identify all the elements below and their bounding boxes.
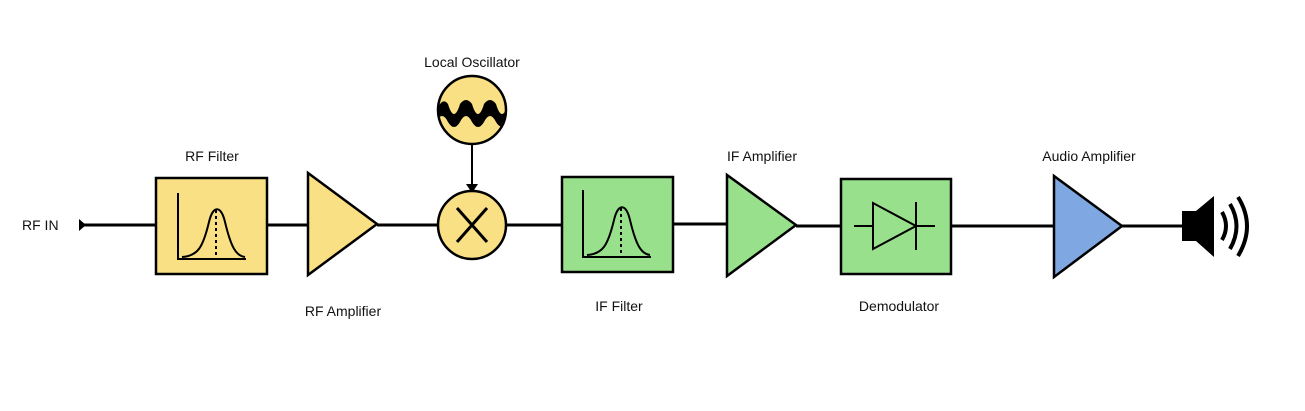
rf-filter-label: RF Filter bbox=[185, 148, 239, 164]
arrowhead-lo-mixer bbox=[466, 184, 478, 193]
if-filter-block[interactable] bbox=[560, 175, 675, 274]
rf-in-port-icon[interactable] bbox=[79, 219, 86, 231]
local-oscillator-block[interactable] bbox=[436, 74, 508, 146]
sine-wave-icon bbox=[439, 100, 505, 127]
multiply-x-icon bbox=[455, 207, 489, 243]
local-oscillator-label: Local Oscillator bbox=[424, 54, 520, 70]
audio-amplifier-triangle-icon[interactable] bbox=[1052, 173, 1125, 280]
audio-amplifier-label: Audio Amplifier bbox=[1042, 148, 1136, 164]
diode-icon bbox=[854, 201, 935, 251]
rf-amplifier-triangle-icon[interactable] bbox=[306, 170, 380, 278]
rf-in-label: RF IN bbox=[22, 217, 59, 233]
signal-wires bbox=[82, 145, 1183, 228]
speaker-icon[interactable] bbox=[1182, 195, 1249, 258]
demodulator-block[interactable] bbox=[839, 177, 953, 276]
if-amplifier-triangle-icon[interactable] bbox=[725, 172, 799, 279]
mixer-block[interactable] bbox=[436, 189, 508, 261]
if-filter-label: IF Filter bbox=[595, 298, 643, 314]
bandpass-filter-icon bbox=[582, 190, 651, 258]
rf-filter-block[interactable] bbox=[154, 176, 269, 276]
rf-amplifier-label: RF Amplifier bbox=[305, 303, 382, 319]
demodulator-label: Demodulator bbox=[859, 298, 939, 314]
bandpass-filter-icon bbox=[177, 193, 246, 260]
if-filter-box[interactable] bbox=[560, 175, 675, 274]
if-amplifier-label: IF Amplifier bbox=[727, 148, 797, 164]
